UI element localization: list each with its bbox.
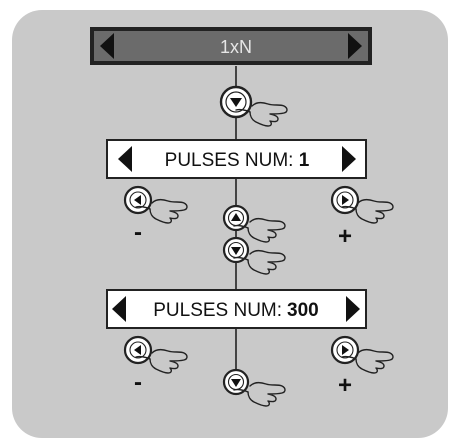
pulses-label-2: PULSES NUM: <box>153 300 282 321</box>
down-button-icon <box>231 247 241 255</box>
top-display-text: 1xN <box>220 37 252 57</box>
svg-text:PULSES NUM: 1: PULSES NUM: 1 <box>165 150 310 171</box>
down-button-3[interactable] <box>222 368 250 396</box>
down-button-icon <box>231 379 241 387</box>
pulses-display-2[interactable]: PULSES NUM:300 <box>106 289 367 329</box>
pulses-display-1[interactable]: PULSES NUM: 1 <box>106 139 367 179</box>
minus-sign-2: - <box>134 369 142 396</box>
left-button-2[interactable] <box>123 335 153 365</box>
svg-text:PULSES NUM:300: PULSES NUM:300 <box>153 300 319 321</box>
down-button[interactable] <box>219 85 253 119</box>
triangle-right-icon[interactable] <box>348 33 362 59</box>
right-button-2[interactable] <box>330 335 360 365</box>
right-button-icon <box>342 195 349 205</box>
left-button-1[interactable] <box>123 185 153 215</box>
plus-sign-1: + <box>338 223 352 250</box>
triangle-left-icon[interactable] <box>100 33 114 59</box>
triangle-left-icon[interactable] <box>118 146 132 172</box>
down-button-icon <box>230 98 242 107</box>
left-button-icon <box>134 345 141 355</box>
triangle-right-icon[interactable] <box>342 146 356 172</box>
pulses-label-1: PULSES NUM: <box>165 150 299 171</box>
up-button[interactable] <box>222 204 250 232</box>
top-display[interactable]: 1xN <box>90 27 372 65</box>
down-button-2[interactable] <box>222 236 250 264</box>
right-button-icon <box>342 345 349 355</box>
plus-sign-2: + <box>338 372 352 399</box>
up-button-icon <box>231 213 241 221</box>
right-button-1[interactable] <box>330 185 360 215</box>
pulses-value-2: 300 <box>287 300 319 321</box>
left-button-icon <box>134 195 141 205</box>
triangle-right-icon[interactable] <box>346 296 360 322</box>
pulses-value-1: 1 <box>299 150 310 171</box>
minus-sign-1: - <box>134 219 142 246</box>
triangle-left-icon[interactable] <box>112 296 126 322</box>
